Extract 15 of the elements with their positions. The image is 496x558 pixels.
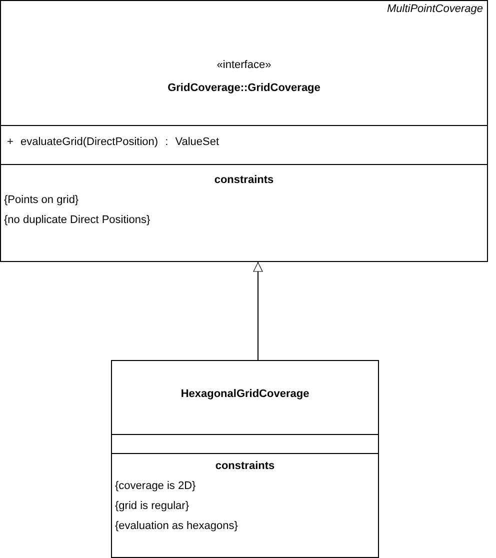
constraint-text: {evaluation as hexagons} <box>115 520 238 533</box>
constraint-text: {coverage is 2D} <box>115 480 196 493</box>
constraint-text: {grid is regular} <box>115 500 189 513</box>
generalization-arrow <box>253 262 263 360</box>
constraint-text: {Points on grid} <box>4 194 79 207</box>
compartment-title: constraints <box>213 174 275 187</box>
stereotype-label: MultiPointCoverage <box>387 3 483 16</box>
operation-text: + evaluateGrid(DirectPosition) : ValueSet <box>7 136 220 149</box>
class-name: GridCoverage::GridCoverage <box>166 82 322 95</box>
stereotype-label: «interface» <box>216 59 272 72</box>
compartment-title: constraints <box>214 460 276 473</box>
class-box <box>111 360 379 558</box>
class-box <box>0 0 488 262</box>
class-name: HexagonalGridCoverage <box>180 388 310 401</box>
constraint-text: {no duplicate Direct Positions} <box>4 214 150 227</box>
